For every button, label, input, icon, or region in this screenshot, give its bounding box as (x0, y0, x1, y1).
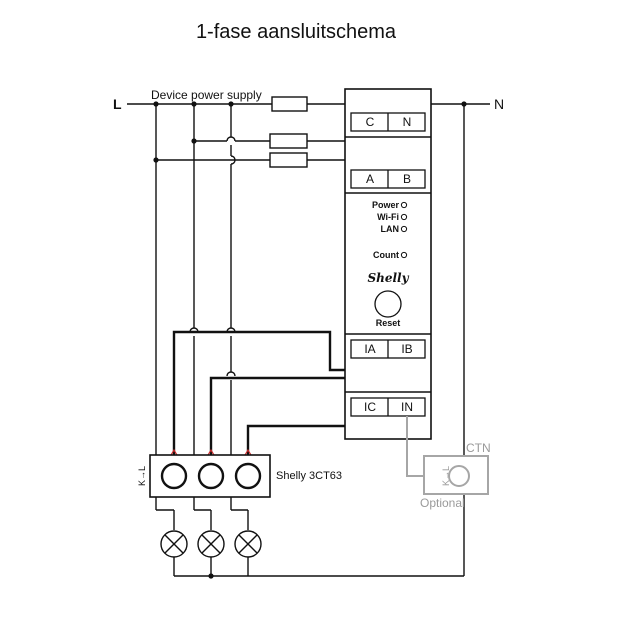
ctn-direction-label: K→L (441, 466, 451, 486)
terminal-c: C (366, 115, 375, 129)
reset-label: Reset (376, 318, 401, 328)
fuse-supply (271, 96, 308, 112)
ct-direction-label: K→L (137, 466, 147, 486)
terminal-ib: IB (401, 342, 412, 356)
lamp-icon-b (197, 530, 225, 558)
reset-button[interactable] (374, 290, 402, 318)
indicator-power-label: Power (372, 200, 400, 210)
optional-ctn (406, 416, 489, 495)
optional-caption: Optional (420, 496, 465, 510)
terminal-row-cn: C N (350, 112, 426, 132)
terminal-row-iaib: IA IB (350, 339, 426, 359)
fuse-a (269, 133, 308, 149)
diagram-title: 1-fase aansluitschema (196, 21, 397, 43)
terminal-ia: IA (364, 342, 375, 356)
energy-meter-device: C N A B Power Wi-Fi LAN Count Shelly Res… (344, 88, 432, 440)
terminal-a: A (366, 172, 374, 186)
terminal-row-ab: A B (350, 169, 426, 189)
indicator-power-led (400, 201, 408, 209)
device-power-label: Device power supply (151, 88, 262, 102)
lamp-icon-c (234, 530, 262, 558)
line-label: L (113, 96, 122, 112)
ct-b-icon (197, 462, 225, 490)
indicator-lan-label: LAN (381, 224, 400, 234)
fuse-b (269, 152, 308, 168)
brand-logo: Shelly (367, 271, 409, 285)
junction-dots (153, 101, 467, 579)
ct-a-icon (160, 462, 188, 490)
indicator-count-label: Count (373, 250, 399, 260)
indicator-wifi-led (400, 213, 408, 221)
ct-c-icon (234, 462, 262, 490)
terminal-row-icin: IC IN (350, 397, 426, 417)
indicator-lan-led (400, 225, 408, 233)
wire-hops (189, 136, 236, 377)
ct-block-name: Shelly 3CT63 (276, 470, 342, 482)
indicator-wifi-label: Wi-Fi (377, 212, 399, 222)
ctn-label: CTN (466, 441, 491, 455)
terminal-in: IN (401, 400, 413, 414)
lamp-icon-a (160, 530, 188, 558)
terminal-n: N (403, 115, 412, 129)
neutral-label: N (494, 96, 504, 112)
indicator-count-led (400, 251, 408, 259)
fuses (269, 96, 308, 168)
ct-lead-ends (170, 448, 252, 456)
terminal-b: B (403, 172, 411, 186)
status-indicators: Power Wi-Fi LAN Count (372, 200, 408, 260)
lamps (160, 530, 262, 558)
terminal-ic: IC (364, 400, 376, 414)
ct-block (149, 454, 271, 498)
